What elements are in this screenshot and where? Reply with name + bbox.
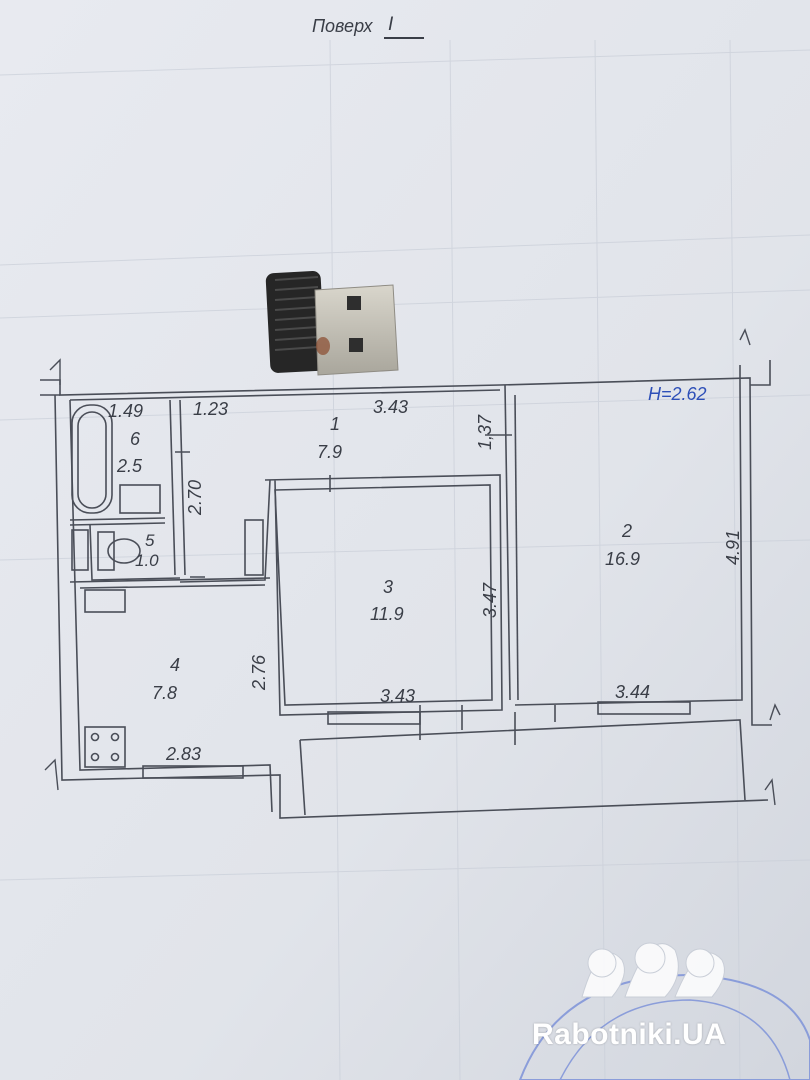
floor-underline xyxy=(384,37,424,39)
dim-2-76: 2.76 xyxy=(249,654,269,690)
dim-4-91: 4.91 xyxy=(723,529,743,565)
dim-1-49: 1.49 xyxy=(108,401,144,421)
dim-1-37: 1,37 xyxy=(475,414,495,450)
dim-2-70: 2.70 xyxy=(185,479,205,515)
room-2-area: 16.9 xyxy=(605,549,641,569)
watermark: Rabotniki.UA xyxy=(532,1018,727,1051)
room-6-area: 2.5 xyxy=(117,456,143,476)
dim-1-23: 1.23 xyxy=(193,399,229,419)
room-1-area: 7.9 xyxy=(317,442,343,462)
room-5-area: 1.0 xyxy=(135,551,159,570)
room-4-area: 7.8 xyxy=(152,683,178,703)
ceiling-height: H=2.62 xyxy=(648,384,707,404)
dim-3-44: 3.44 xyxy=(615,682,651,702)
room-3-area: 11.9 xyxy=(370,604,404,624)
usb-dongle xyxy=(265,271,399,376)
stamp-logo xyxy=(518,942,810,1080)
dim-3-43-bottom: 3.43 xyxy=(380,686,416,706)
room-2-number: 2 xyxy=(622,521,633,541)
dim-2-83: 2.83 xyxy=(166,744,202,764)
room-6-number: 6 xyxy=(130,429,141,449)
room-5-number: 5 xyxy=(145,531,155,550)
room-1-number: 1 xyxy=(330,414,341,434)
break-markers xyxy=(44,328,781,806)
floor-number: I xyxy=(388,14,394,35)
room-3-number: 3 xyxy=(383,577,394,597)
dim-3-43-top: 3.43 xyxy=(373,397,409,417)
floor-label: Поверх xyxy=(312,16,373,36)
room-4-number: 4 xyxy=(170,655,181,675)
dim-3-47: 3.47 xyxy=(480,582,500,618)
faint-grid xyxy=(0,39,810,1080)
